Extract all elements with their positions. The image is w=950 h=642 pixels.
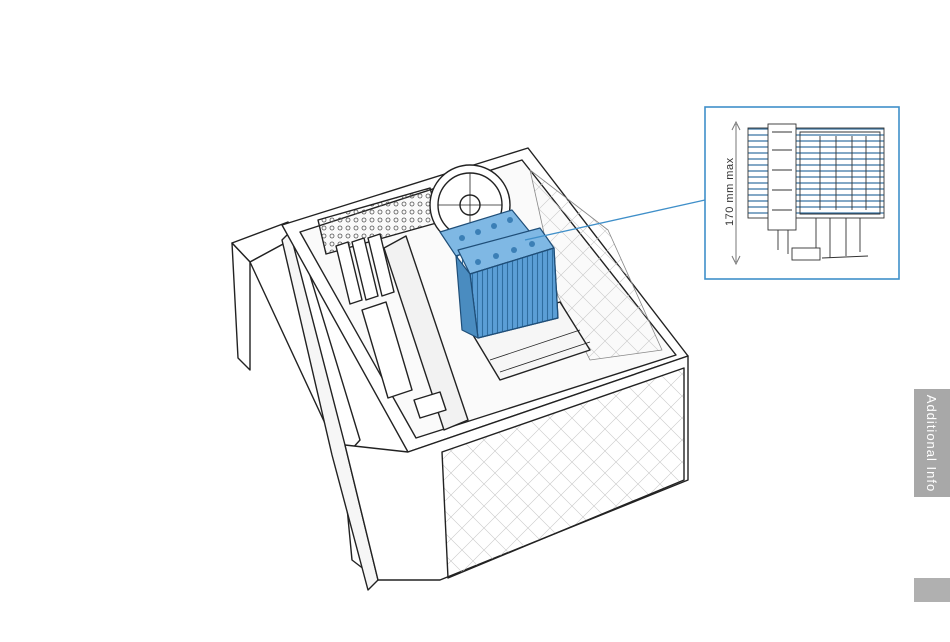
section-tab-additional-info[interactable]: Additional Info (914, 389, 950, 497)
section-tab-label: Additional Info (925, 394, 940, 491)
dimension-label: 170 mm max (724, 157, 736, 226)
page-number-tab (914, 578, 950, 602)
